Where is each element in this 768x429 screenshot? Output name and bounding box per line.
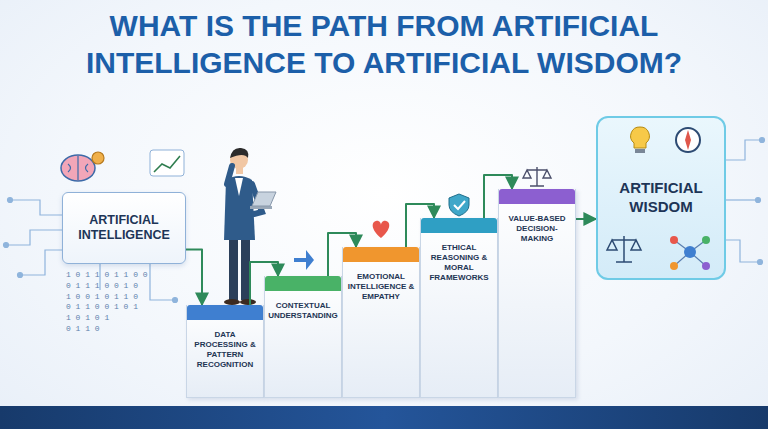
node-label: EMOTIONAL INTELLIGENCE & EMPATHY xyxy=(346,272,416,302)
node-label: CONTEXTUAL UNDERSTANDING xyxy=(268,301,338,321)
circuit-lines xyxy=(173,298,178,303)
circuit-lines xyxy=(4,243,9,248)
wisdom-icons xyxy=(635,149,645,153)
circuit-lines xyxy=(726,140,762,160)
network-icon xyxy=(702,262,710,270)
wisdom-icons xyxy=(612,236,636,262)
circuit-lines xyxy=(756,198,761,203)
person-figure xyxy=(235,178,243,196)
wisdom-icons xyxy=(631,127,650,148)
binary-row: 0 1 1 1 0 0 1 0 xyxy=(66,281,148,292)
chart-icon xyxy=(150,150,184,176)
progress-arrow xyxy=(186,250,202,305)
wisdom-icons xyxy=(676,128,700,152)
binary-row: 0 1 1 0 0 1 0 1 xyxy=(66,302,148,313)
page-title: WHAT IS THE PATH FROM ARTIFICIAL INTELLI… xyxy=(14,8,754,81)
circuit-lines xyxy=(6,230,62,245)
wisdom-icons xyxy=(685,130,691,150)
stair-step: VALUE-BASED DECISION-MAKING xyxy=(498,189,576,398)
brain-icon xyxy=(92,152,104,164)
binary-row: 1 0 0 1 0 1 1 0 xyxy=(66,292,148,303)
binary-row: 1 0 1 1 0 1 1 0 0 xyxy=(66,270,148,281)
binary-row: 0 1 1 0 xyxy=(66,324,148,335)
node-label: ARTIFICIAL INTELLIGENCE xyxy=(71,213,177,243)
network-icon xyxy=(702,236,710,244)
step-icons xyxy=(449,194,469,216)
step-icons xyxy=(294,250,314,270)
goal-box: ARTIFICIAL WISDOM xyxy=(596,116,726,280)
circuit-lines xyxy=(758,260,763,265)
person-figure xyxy=(252,192,276,206)
stair-step: DATA PROCESSING & PATTERN RECOGNITION xyxy=(186,305,264,398)
stair-step: EMOTIONAL INTELLIGENCE & EMPATHY xyxy=(342,247,420,398)
step-icons xyxy=(454,201,465,209)
step-top-face xyxy=(343,247,419,262)
node-label: ETHICAL REASONING & MORAL FRAMEWORKS xyxy=(424,243,494,283)
node-label: VALUE-BASED DECISION-MAKING xyxy=(502,214,572,244)
brain-icon xyxy=(68,156,88,180)
chart-icon xyxy=(150,150,184,176)
text-holder: ARTIFICIAL INTELLIGENCE xyxy=(71,213,177,243)
progress-arrow xyxy=(576,218,596,220)
wisdom-icons xyxy=(607,240,641,250)
wisdom-panel xyxy=(596,116,726,280)
wisdom-icons xyxy=(607,236,641,262)
person-figure xyxy=(227,166,232,184)
step-icons xyxy=(523,170,551,178)
source-box: ARTIFICIAL INTELLIGENCE xyxy=(62,192,186,264)
network-icon xyxy=(674,240,706,266)
network-icon xyxy=(670,236,678,244)
binary-row: 1 0 1 0 1 xyxy=(66,313,148,324)
binary-digits: 1 0 1 1 0 1 1 0 00 1 1 1 0 0 1 01 0 0 1 … xyxy=(66,270,148,335)
circuit-lines xyxy=(10,200,62,215)
stair-step: CONTEXTUAL UNDERSTANDING xyxy=(264,276,342,398)
circuit-lines xyxy=(20,250,62,275)
circuit-lines xyxy=(18,273,23,278)
person-figure xyxy=(230,148,248,158)
step-top-face xyxy=(265,276,341,291)
circuit-lines xyxy=(760,138,765,143)
circuit-lines xyxy=(150,264,175,300)
person-figure xyxy=(241,236,250,300)
network-icon xyxy=(670,236,710,270)
brain-icon xyxy=(61,155,95,181)
stair-step: ETHICAL REASONING & MORAL FRAMEWORKS xyxy=(420,218,498,398)
step-top-face xyxy=(421,218,497,233)
person-figure xyxy=(229,236,238,300)
brain-icon xyxy=(61,152,104,181)
circuit-lines xyxy=(8,198,13,203)
circuit-lines xyxy=(726,199,758,200)
circuit-lines xyxy=(726,240,760,262)
footer-band xyxy=(0,406,768,429)
network-icon xyxy=(684,246,696,258)
step-icons xyxy=(373,221,390,238)
step-top-face xyxy=(499,189,575,204)
node-label: DATA PROCESSING & PATTERN RECOGNITION xyxy=(190,330,260,370)
node-label: ARTIFICIAL WISDOM xyxy=(604,179,718,217)
chart-icon xyxy=(154,156,180,172)
step-top-face xyxy=(187,305,263,320)
network-icon xyxy=(670,262,678,270)
step-icons xyxy=(523,167,551,186)
text-holder: ARTIFICIAL WISDOM xyxy=(604,179,718,217)
